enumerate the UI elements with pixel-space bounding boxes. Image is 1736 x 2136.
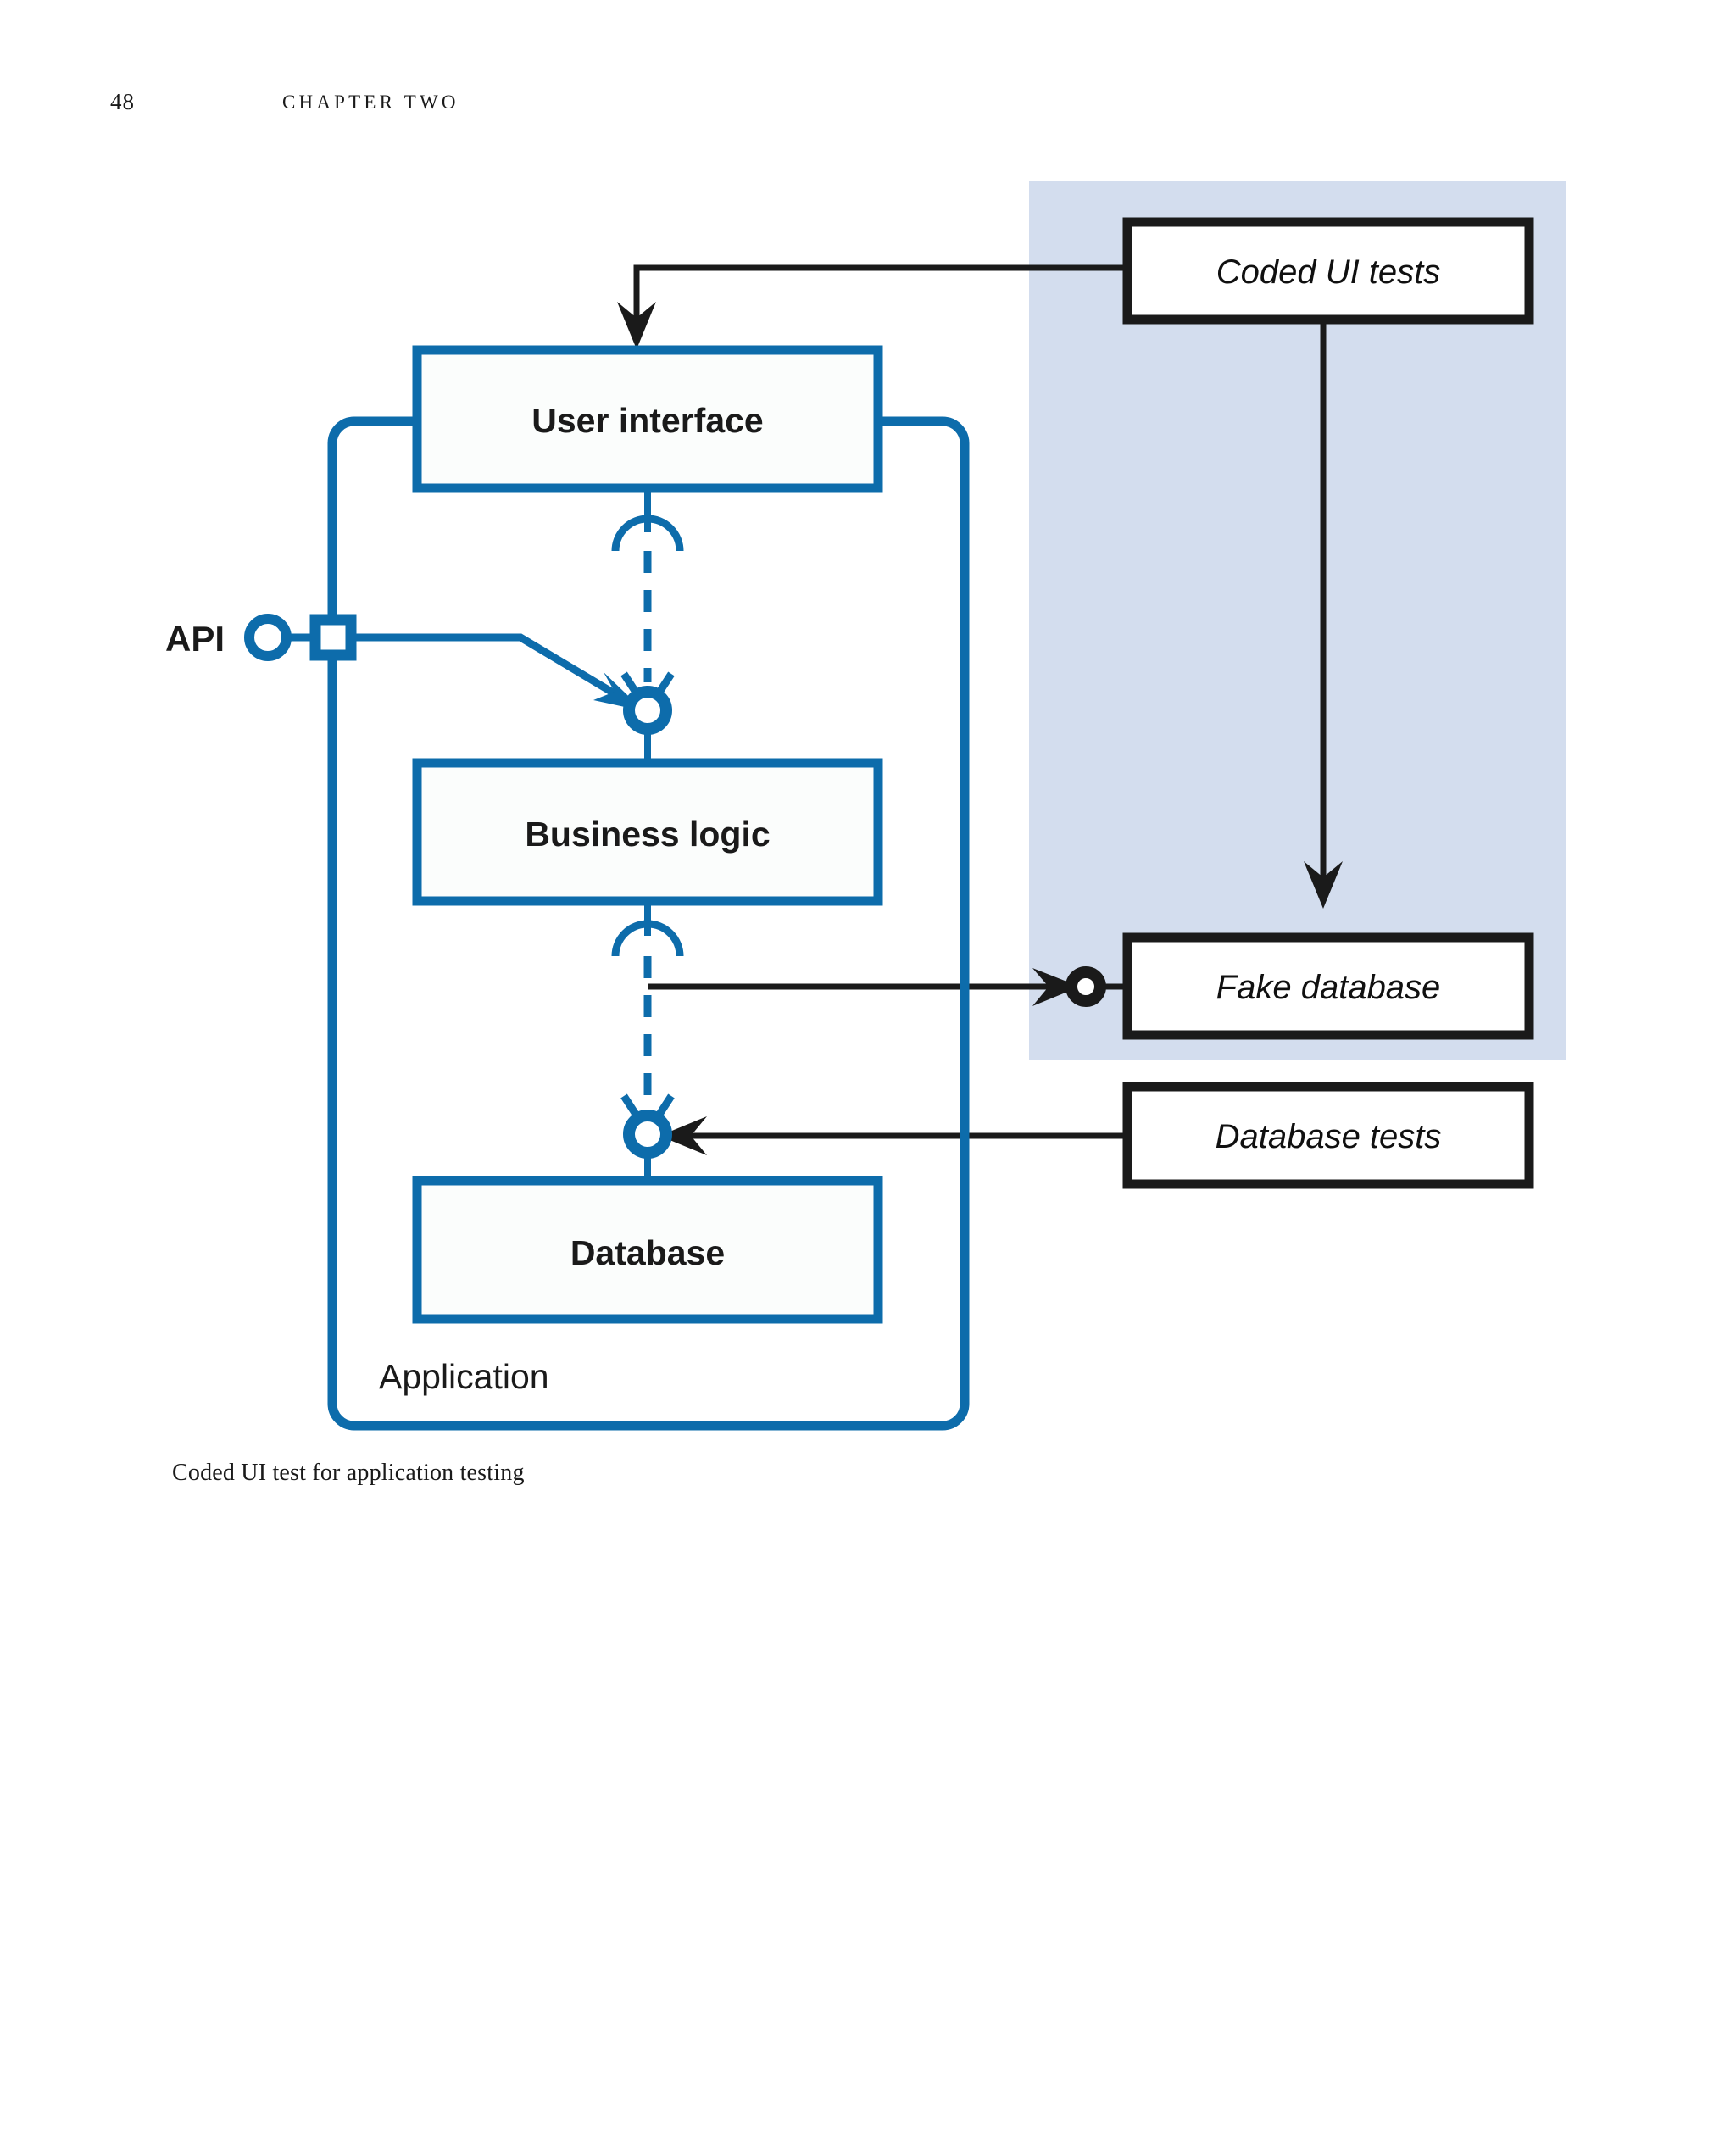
running-head: CHAPTER TWO [282,92,459,113]
assembly-connector-business-logic-to-database [611,901,684,1181]
api-port-square [309,614,357,661]
api-provided-interface: API [165,614,644,711]
box-fake-database[interactable]: Fake database [1122,932,1534,1040]
database-interface-ball [623,1110,672,1159]
connector-business-logic-to-fake-database [648,968,1080,1006]
box-coded-ui-tests[interactable]: Coded UI tests [1122,217,1534,325]
business-logic-interface-ball [623,686,672,735]
api-label: API [165,619,225,659]
page-number: 48 [110,89,135,114]
user-interface-label: User interface [531,401,763,440]
connector-coded-ui-tests-to-fake-database [1304,320,1343,909]
component-user-interface[interactable]: User interface [412,345,883,493]
page-header: 48 CHAPTER TWO [0,89,1736,123]
business-logic-label: Business logic [525,815,770,854]
database-label: Database [570,1233,725,1272]
test-region-shading [1029,181,1566,1060]
fake-database-interface-ball [1066,966,1127,1007]
component-database[interactable]: Database [412,1176,883,1324]
connector-coded-ui-tests-to-user-interface [617,264,1127,349]
box-database-tests[interactable]: Database tests [1122,1082,1534,1189]
component-business-logic[interactable]: Business logic [412,758,883,906]
figure-uml-component-diagram: Application API User interface [165,181,1566,1431]
api-interface-ball [244,614,292,661]
coded-ui-tests-label: Coded UI tests [1216,253,1441,291]
assembly-connector-ui-to-business-logic [611,488,684,763]
figure-caption: Coded UI test for application testing [172,1460,525,1486]
application-label: Application [379,1357,549,1396]
connector-database-tests-to-database [659,1116,1127,1155]
fake-database-label: Fake database [1216,969,1441,1006]
database-tests-label: Database tests [1216,1118,1442,1155]
